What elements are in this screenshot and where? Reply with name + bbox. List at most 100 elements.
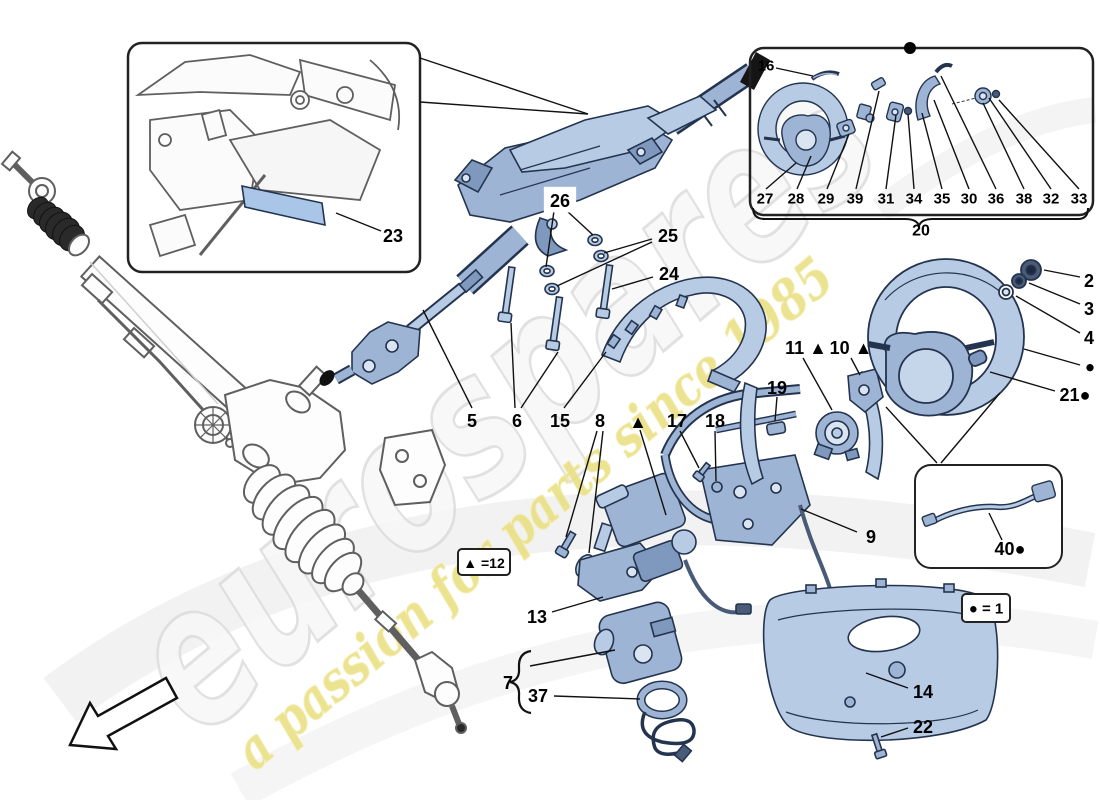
rack-bracket bbox=[378, 428, 447, 507]
washers bbox=[539, 233, 609, 296]
leader-line-15 bbox=[563, 351, 607, 409]
leader-line-19 bbox=[774, 396, 778, 422]
leader-line-39 bbox=[855, 90, 880, 190]
leader-line-18 bbox=[714, 430, 717, 482]
part-callout-20: 20 bbox=[912, 223, 930, 240]
direction-arrow bbox=[68, 676, 179, 751]
callout-bg-26 bbox=[543, 186, 577, 213]
wheel-inset bbox=[748, 42, 1095, 230]
leader-line-32 bbox=[988, 97, 1052, 190]
part-callout-9: 9 bbox=[866, 527, 876, 547]
legend-triangle-box bbox=[457, 548, 511, 576]
part-callout-26: 26 bbox=[550, 191, 570, 211]
part-callout-28: 28 bbox=[788, 191, 805, 208]
part-callout-6: 6 bbox=[512, 411, 522, 431]
part-callout-8: 8 bbox=[595, 411, 605, 431]
leader-line-16 bbox=[775, 67, 814, 77]
part-callout-29: 29 bbox=[818, 191, 835, 208]
part-callout-37: 37 bbox=[528, 686, 548, 706]
airbag-pad bbox=[898, 348, 954, 404]
part-callout-23: 23 bbox=[383, 226, 403, 246]
leader-line-30 bbox=[933, 99, 970, 190]
leader-line-35 bbox=[921, 112, 943, 190]
part-callout-2: 2 bbox=[1084, 271, 1094, 291]
part-callout-19: 19 bbox=[767, 378, 787, 398]
rack-tube bbox=[79, 255, 250, 412]
nut-18 bbox=[711, 481, 723, 493]
paddle-shifter-frame bbox=[660, 370, 884, 628]
part-callout-13: 13 bbox=[527, 607, 547, 627]
part-callout-15: 15 bbox=[550, 411, 570, 431]
mounting-bolts bbox=[497, 263, 614, 352]
clock-spring bbox=[813, 411, 861, 462]
leader-line-26 bbox=[545, 210, 555, 268]
chassis-inset-frame bbox=[126, 41, 422, 274]
leader-line-29 bbox=[826, 133, 850, 190]
part-callout-34: 34 bbox=[906, 191, 923, 208]
leader-line-38 bbox=[982, 102, 1025, 190]
leader-line-8 bbox=[588, 430, 604, 554]
leader-line-10 ▲ bbox=[850, 357, 861, 376]
cable-inset bbox=[885, 392, 1063, 569]
part-callout-22: 22 bbox=[913, 717, 933, 737]
leader-line-8 bbox=[565, 430, 598, 538]
leader-line-25 bbox=[603, 238, 653, 254]
part-callout-24: 24 bbox=[659, 264, 679, 284]
legend-triangle-text: ▲ =12 bbox=[463, 555, 505, 571]
part-callout-25: 25 bbox=[658, 226, 678, 246]
chassis-inset bbox=[126, 41, 422, 274]
paddle-left bbox=[739, 381, 764, 486]
part-callout-3: 3 bbox=[1084, 299, 1094, 319]
callout-lines bbox=[335, 67, 1081, 738]
leader-line-23 bbox=[335, 212, 382, 232]
leader-line-37 bbox=[553, 695, 641, 700]
column-top-housing bbox=[508, 105, 680, 173]
part-callout-4: 4 bbox=[1084, 328, 1094, 348]
leader-line-3 bbox=[1028, 282, 1081, 305]
leader-line-28 bbox=[796, 155, 812, 190]
start-button-21 bbox=[967, 349, 988, 367]
legend-dot-box bbox=[961, 593, 1011, 623]
leader-line-14 bbox=[865, 672, 909, 689]
leader-line-2 bbox=[1043, 269, 1081, 278]
part-callout-30: 30 bbox=[961, 191, 978, 208]
leader-line-36 bbox=[940, 75, 997, 190]
cable-inset-frame bbox=[914, 464, 1063, 569]
part-callout-31: 31 bbox=[878, 191, 895, 208]
part-callout-35: 35 bbox=[934, 191, 951, 208]
leader-line-25 bbox=[556, 241, 653, 287]
part-callout-11 ▲: 11 ▲ bbox=[785, 338, 827, 358]
part-callout-14: 14 bbox=[913, 682, 933, 702]
part-callout-27: 27 bbox=[757, 191, 774, 208]
leader-line-27 bbox=[765, 162, 797, 190]
leader-line-4 bbox=[1015, 295, 1081, 334]
part-callout-●: ● bbox=[1085, 358, 1095, 377]
group-bracket-20 bbox=[752, 207, 1089, 230]
steering-rack-drawing bbox=[0, 150, 467, 734]
rack-boot-large bbox=[242, 464, 363, 593]
clip-19 bbox=[765, 421, 787, 436]
part-callout-16: 16 bbox=[758, 58, 775, 75]
inset-leader-lines bbox=[419, 57, 589, 115]
part-callout-38: 38 bbox=[1016, 191, 1033, 208]
part-callout-32: 32 bbox=[1043, 191, 1060, 208]
part-callout-33: 33 bbox=[1071, 191, 1088, 208]
leader-line-6 bbox=[510, 322, 516, 409]
lower-shroud bbox=[762, 578, 999, 742]
leader-line-21● bbox=[989, 371, 1056, 392]
leader-line-9 bbox=[800, 508, 858, 533]
part-callout-21●: 21● bbox=[1060, 385, 1091, 405]
leader-line-40● bbox=[988, 512, 1003, 541]
lower-parts bbox=[554, 368, 999, 763]
leader-line-34 bbox=[907, 113, 915, 190]
shaft-seal-ring bbox=[319, 370, 335, 386]
steering-column-drawing bbox=[319, 52, 770, 394]
part-callout-5: 5 bbox=[467, 411, 477, 431]
part-callout-36: 36 bbox=[988, 191, 1005, 208]
part-callout-40●: 40● bbox=[995, 539, 1026, 559]
part-callout-▲: ▲ bbox=[629, 412, 647, 432]
highlighted-panel-23 bbox=[241, 184, 326, 227]
part-callout-7: 7 bbox=[503, 673, 513, 693]
